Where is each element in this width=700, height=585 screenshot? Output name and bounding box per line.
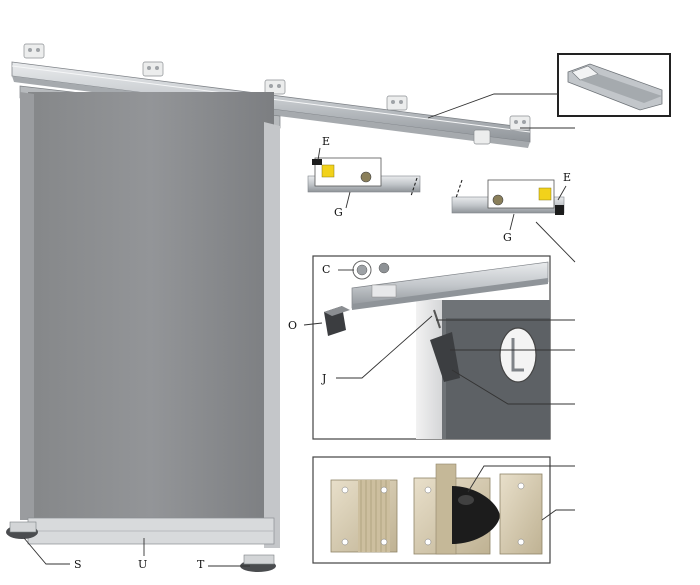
leader-lines-bottom [467, 465, 575, 521]
label-e-top: E [322, 135, 331, 148]
rail-profile-inset [557, 53, 671, 117]
bolt-c [352, 260, 397, 298]
middle-rail [351, 261, 549, 310]
label-u: U [138, 558, 148, 571]
roller-right [451, 179, 565, 215]
plate-grooved [330, 479, 398, 553]
roller-left [307, 157, 421, 193]
break-marks [410, 177, 463, 199]
label-c: C [322, 263, 331, 276]
leader-lines-base [23, 537, 250, 567]
floor-guide-t [240, 554, 276, 572]
door-panel [19, 85, 281, 548]
label-s: S [74, 558, 82, 571]
hanger-j [430, 309, 460, 382]
label-e-right: E [563, 171, 572, 184]
label-t: T [197, 558, 205, 571]
rail-brackets [23, 43, 531, 145]
end-cap-o [324, 306, 350, 336]
label-g-left: G [334, 206, 343, 219]
plate-flat [499, 473, 543, 555]
label-j: J [322, 372, 327, 385]
label-g-right: G [503, 231, 512, 244]
label-o: O [288, 319, 298, 332]
leader-lines-rail [427, 93, 575, 129]
allen-key-inset [499, 327, 537, 383]
leader-lines-rollers [317, 147, 576, 263]
floor-guide-s [6, 521, 38, 539]
leader-lines-middle [303, 269, 575, 405]
bracket-screws [28, 48, 526, 124]
stopper-assembly [413, 463, 500, 555]
